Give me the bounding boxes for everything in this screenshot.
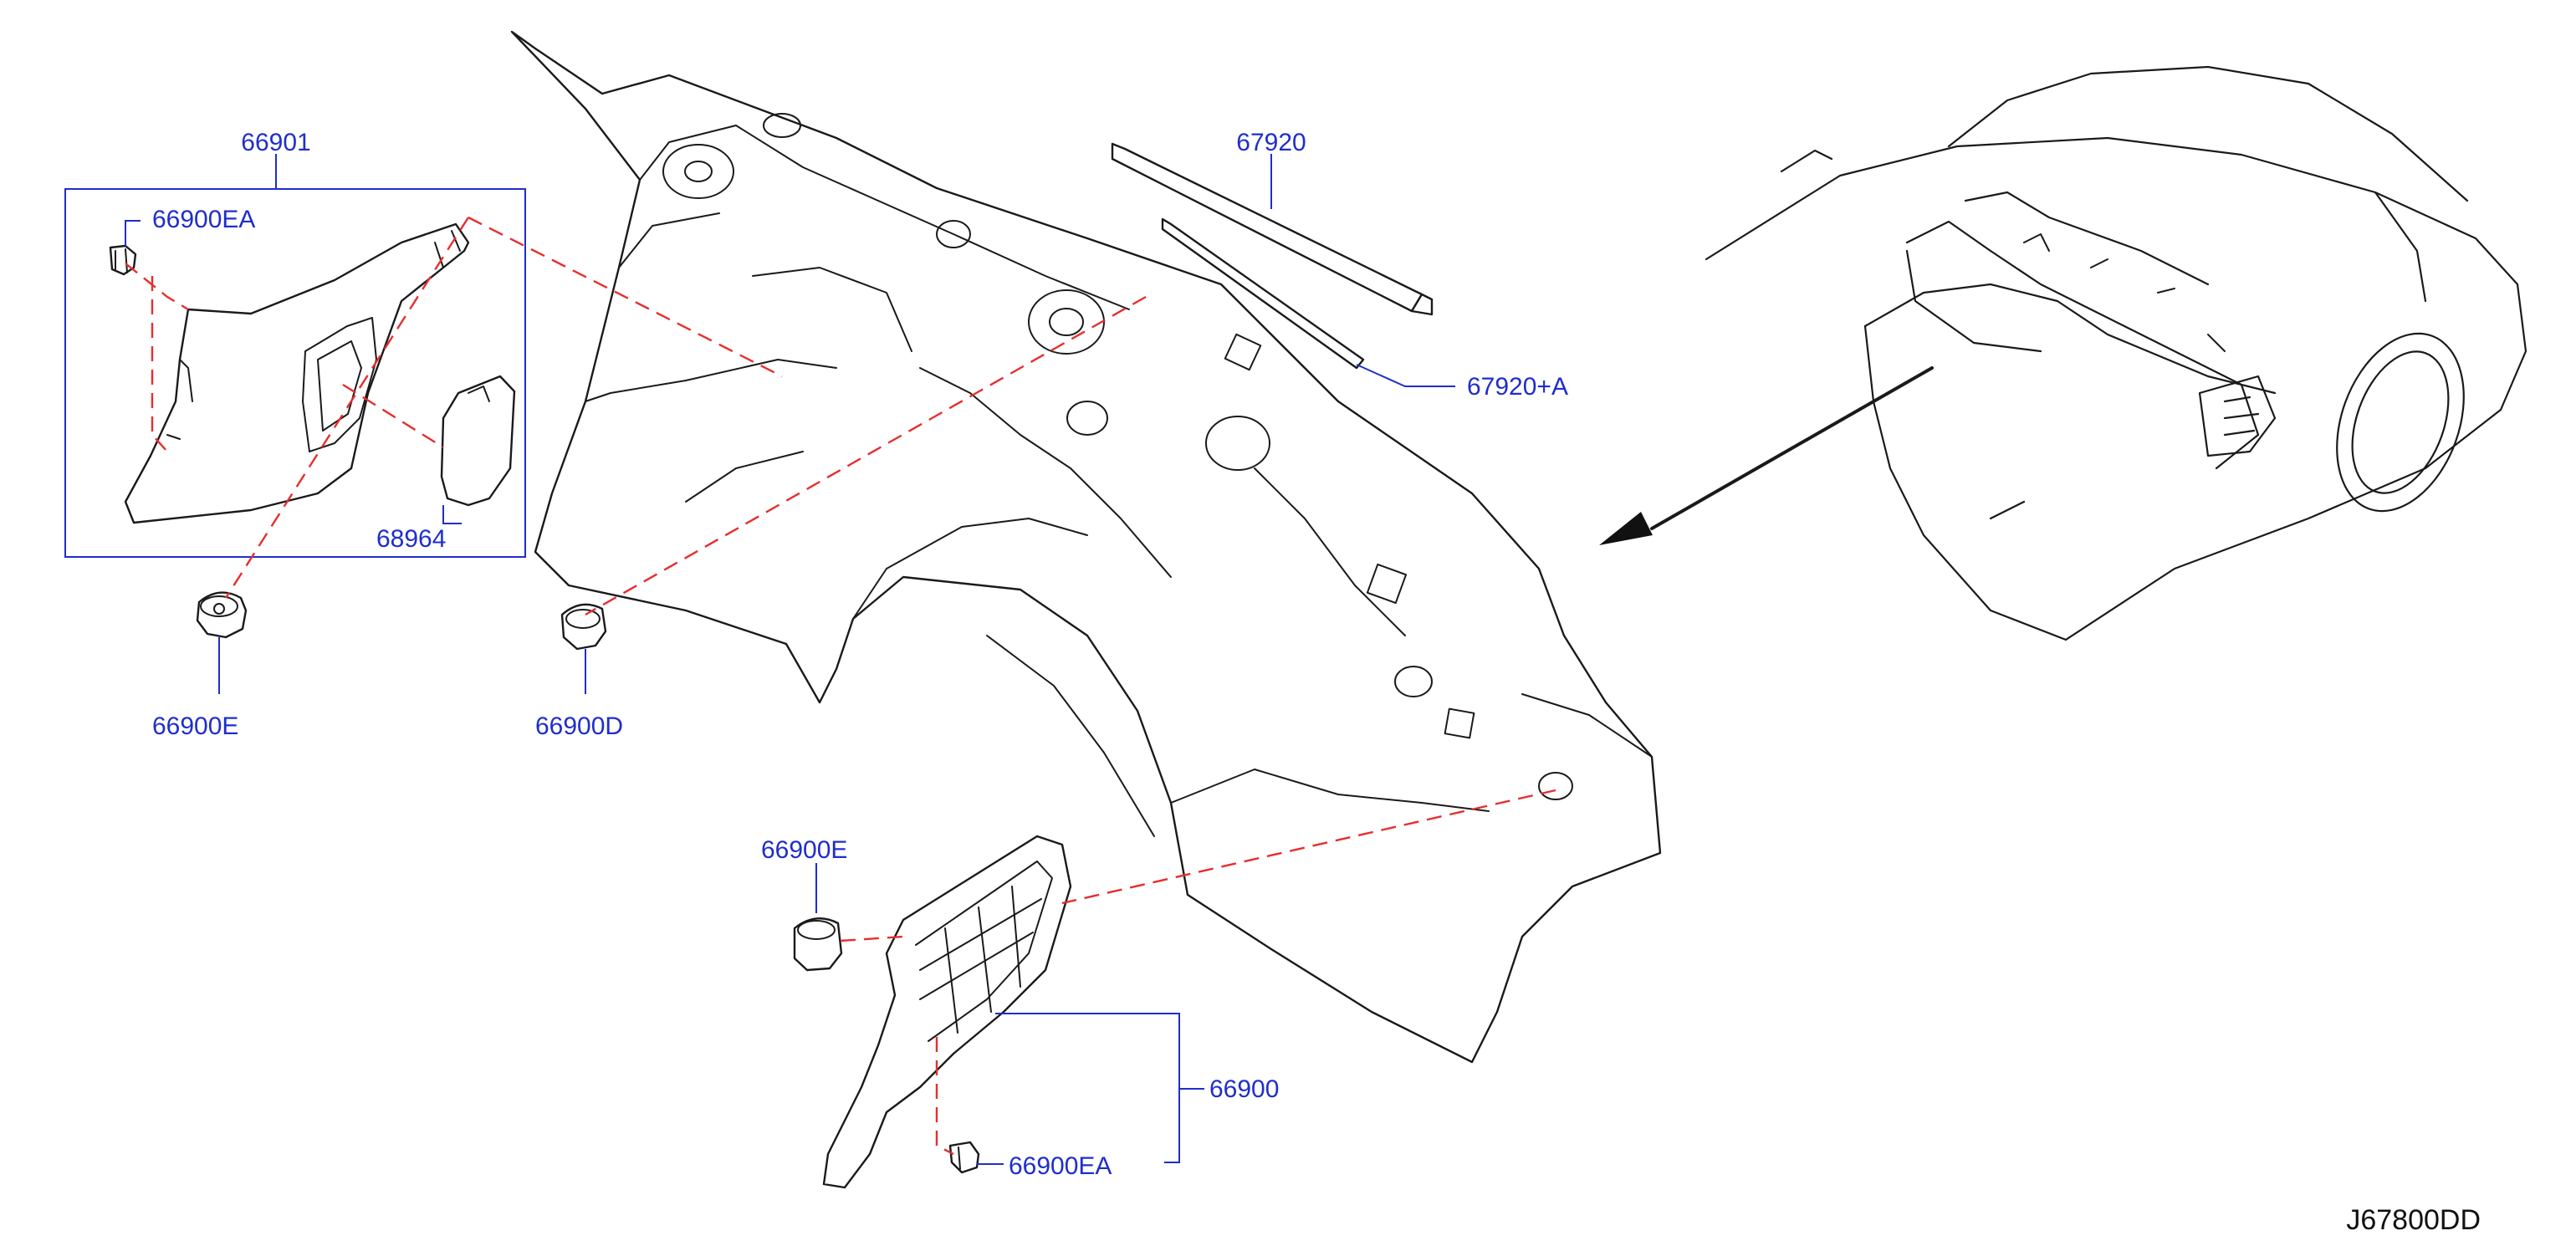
locator-arrow	[1599, 366, 1934, 545]
vehicle-locator	[1705, 65, 2527, 641]
part-label-66901: 66901	[241, 129, 310, 156]
group-box-66901	[64, 188, 526, 558]
clip-66900d	[560, 603, 607, 651]
dash-insulator-panel	[510, 30, 1662, 1064]
cover-68964	[440, 375, 516, 507]
seal-67920	[1111, 142, 1434, 316]
seal-67920a	[1161, 217, 1365, 370]
grommet-66900e-bottom	[793, 917, 843, 972]
grommet-66900e-left	[196, 591, 248, 639]
part-label-67920a: 67920+A	[1467, 373, 1568, 401]
assembly-guides	[125, 216, 1556, 1156]
leader-lines	[125, 154, 1455, 1165]
diagram-code: J67800DD	[2346, 1204, 2481, 1236]
part-label-66900: 66900	[1209, 1075, 1279, 1103]
side-cover-66901	[124, 222, 470, 524]
clip-66900ea-bottom	[948, 1141, 980, 1174]
part-label-66900d: 66900D	[535, 712, 623, 740]
part-label-67920: 67920	[1236, 129, 1306, 156]
clip-66900ea-top	[109, 244, 137, 276]
part-label-66900ea-top: 66900EA	[152, 206, 255, 233]
part-label-66900e-bottom: 66900E	[761, 836, 847, 864]
part-label-66900ea-bottom: 66900EA	[1009, 1152, 1112, 1180]
side-cover-66900	[822, 835, 1072, 1189]
part-label-66900e-left: 66900E	[152, 712, 238, 740]
part-label-68964: 68964	[376, 525, 446, 553]
